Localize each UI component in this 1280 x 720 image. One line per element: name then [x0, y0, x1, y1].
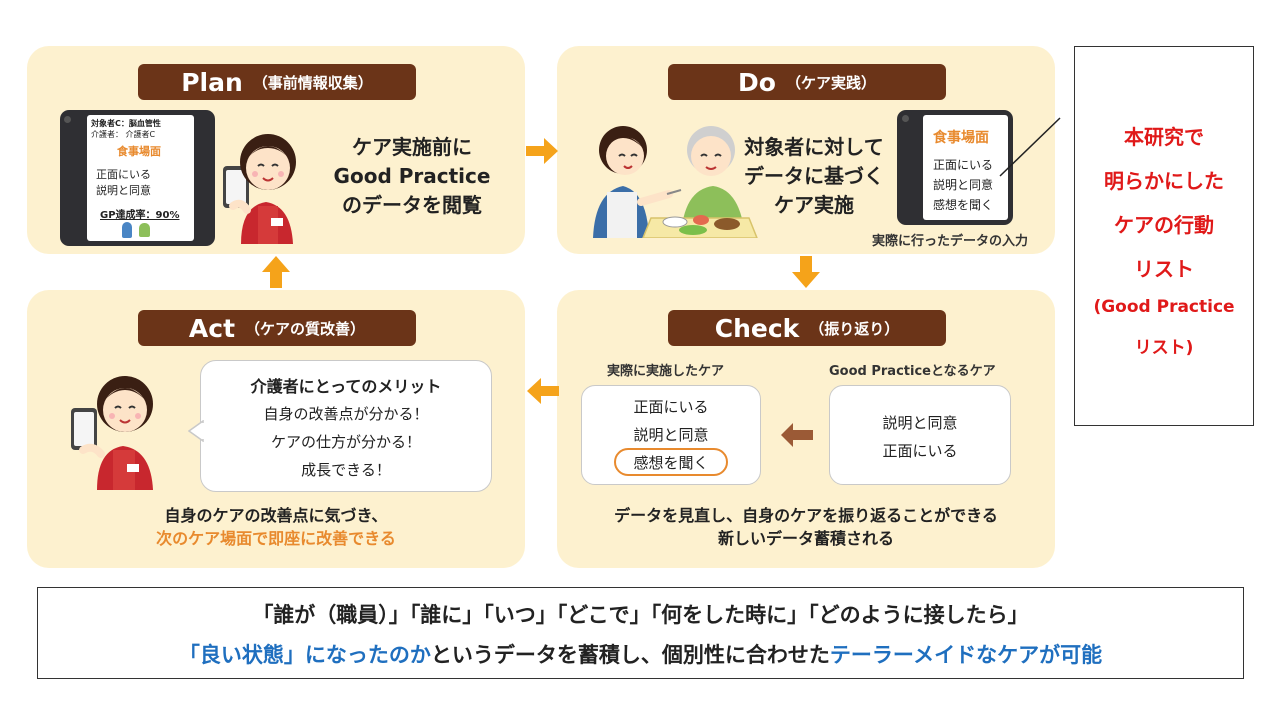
summary-black-phrase: というデータを蓄積し、個別性に合わせた: [430, 643, 830, 667]
check-gp-box: 説明と同意 正面にいる: [829, 385, 1011, 485]
plan-tablet-rate: GP達成率：90%: [100, 210, 180, 221]
do-tablet-item1: 正面にいる: [933, 158, 994, 172]
summary-line-1: 「誰が（職員）」「誰に」「いつ」「どこで」「何をした時に」「どのように接したら」: [252, 603, 1029, 627]
do-description: 対象者に対して データに基づく ケア実施: [725, 133, 903, 220]
down-arrow-icon: [792, 256, 820, 288]
do-text-3: ケア実施: [774, 193, 854, 217]
do-tablet-screen: 食事場面 正面にいる 説明と同意 感想を聞く: [923, 115, 1008, 220]
summary-box: 「誰が（職員）」「誰に」「いつ」「どこで」「何をした時に」「どのように接したら」…: [37, 587, 1244, 679]
caregiver-with-phone-illustration: [223, 134, 296, 244]
do-tablet-scene: 食事場面: [933, 130, 989, 146]
plan-tablet-item1: 正面にいる: [96, 168, 151, 181]
check-panel: Check （振り返り） 実際に実施したケア Good Practiceとなるケ…: [557, 290, 1055, 568]
caregiver-feeding-elder-illustration: [593, 126, 758, 238]
bubble-tail: [188, 420, 204, 442]
left-arrow-brown-icon: [781, 423, 813, 447]
act-text-2: 次のケア場面で即座に改善できる: [156, 529, 396, 549]
summary-line-2: 「良い状態」になったのかというデータを蓄積し、個別性に合わせたテーラーメイドなケ…: [38, 639, 1243, 669]
caregiver-with-phone-illustration: [71, 376, 153, 490]
do-tablet-item2: 説明と同意: [933, 178, 994, 192]
side-line-6: リスト): [1134, 338, 1194, 358]
plan-tablet-line2: 介護者： 介護者C: [91, 130, 156, 139]
plan-title-en: Plan: [181, 67, 243, 97]
plan-text-2: Good Practice: [333, 164, 491, 188]
right-arrow-icon: [526, 138, 558, 164]
act-title-en: Act: [188, 313, 236, 343]
do-text-2: データに基づく: [744, 164, 884, 188]
act-panel: Act （ケアの質改善） 介護者にとってのメリット 自身の改善点が分かる！ ケア…: [27, 290, 525, 568]
plan-title-jp: （事前情報収集）: [252, 73, 373, 92]
good-practice-list-box: 本研究で 明らかにした ケアの行動 リスト (Good Practice リスト…: [1074, 46, 1254, 426]
act-description: 自身のケアの改善点に気づき、 次のケア場面で即座に改善できる: [27, 504, 525, 550]
check-title-en: Check: [714, 313, 800, 343]
check-gp-label: Good Practiceとなるケア: [829, 364, 996, 379]
act-bubble-line-2: ケアの仕方が分かる！: [270, 433, 421, 451]
check-actual-label: 実際に実施したケア: [607, 364, 725, 379]
check-actual-item-3: 感想を聞く: [633, 454, 709, 472]
summary-blue-phrase-2: テーラーメイドなケアが可能: [829, 643, 1103, 667]
act-title: Act （ケアの質改善）: [138, 310, 416, 346]
check-title-jp: （振り返り）: [809, 319, 900, 338]
check-actual-box: 正面にいる 説明と同意 感想を聞く: [581, 385, 761, 485]
plan-tablet-scene: 食事場面: [117, 145, 161, 158]
up-arrow-icon: [262, 256, 290, 288]
check-gp-item-2: 正面にいる: [882, 442, 958, 460]
check-text-1: データを見直し、自身のケアを振り返ることができる: [614, 506, 998, 525]
do-title: Do （ケア実践）: [668, 64, 946, 100]
check-actual-item-2: 説明と同意: [633, 426, 709, 444]
plan-description: ケア実施前に Good Practice のデータを閲覧: [317, 133, 507, 220]
side-line-1: 本研究で: [1124, 125, 1204, 149]
do-caption: 実際に行ったデータの入力: [872, 234, 1029, 249]
side-line-2: 明らかにした: [1104, 169, 1224, 193]
do-tablet: 食事場面 正面にいる 説明と同意 感想を聞く: [897, 110, 1013, 225]
plan-text-3: のデータを閲覧: [342, 193, 482, 217]
plan-tablet: 対象者C：脳血管性 介護者： 介護者C 食事場面 正面にいる 説明と同意 GP達…: [60, 110, 215, 246]
left-arrow-icon: [527, 378, 559, 404]
do-panel: Do （ケア実践） 対象者に対して データに基づく ケア実施: [557, 46, 1055, 254]
plan-tablet-screen: 対象者C：脳血管性 介護者： 介護者C 食事場面 正面にいる 説明と同意 GP達…: [87, 115, 194, 241]
check-text-2: 新しいデータ蓄積される: [717, 529, 894, 549]
do-tablet-item3: 感想を聞く: [933, 198, 994, 212]
act-text-1: 自身のケアの改善点に気づき、: [164, 506, 388, 525]
check-gp-item-1: 説明と同意: [882, 414, 958, 432]
do-title-en: Do: [738, 67, 776, 97]
plan-text-1: ケア実施前に: [352, 135, 472, 159]
check-title: Check （振り返り）: [668, 310, 946, 346]
check-actual-item-1: 正面にいる: [633, 398, 709, 416]
mini-caregiver-icon: [122, 222, 132, 238]
plan-tablet-line1: 対象者C：脳血管性: [91, 119, 161, 128]
plan-panel: Plan （事前情報収集） 対象者C：脳血管性 介護者： 介護者C 食事場面 正…: [27, 46, 525, 254]
check-description: データを見直し、自身のケアを振り返ることができる 新しいデータ蓄積される: [557, 504, 1055, 550]
act-bubble-heading: 介護者にとってのメリット: [250, 377, 442, 396]
act-title-jp: （ケアの質改善）: [245, 319, 366, 338]
plan-title: Plan （事前情報収集）: [138, 64, 416, 100]
check-highlight-oval: [614, 448, 728, 476]
side-line-4: リスト: [1134, 257, 1194, 281]
act-bubble-line-1: 自身の改善点が分かる！: [263, 405, 429, 423]
act-merit-bubble: 介護者にとってのメリット 自身の改善点が分かる！ ケアの仕方が分かる！ 成長でき…: [200, 360, 492, 492]
do-title-jp: （ケア実践）: [785, 73, 876, 92]
summary-blue-phrase-1: 「良い状態」になったのか: [178, 643, 431, 667]
plan-tablet-item2: 説明と同意: [96, 184, 151, 197]
do-text-1: 対象者に対して: [744, 135, 884, 159]
side-line-3: ケアの行動: [1114, 213, 1214, 237]
mini-elder-icon: [139, 223, 150, 237]
act-bubble-line-3: 成長できる！: [301, 461, 391, 479]
side-line-5: (Good Practice: [1093, 297, 1235, 317]
